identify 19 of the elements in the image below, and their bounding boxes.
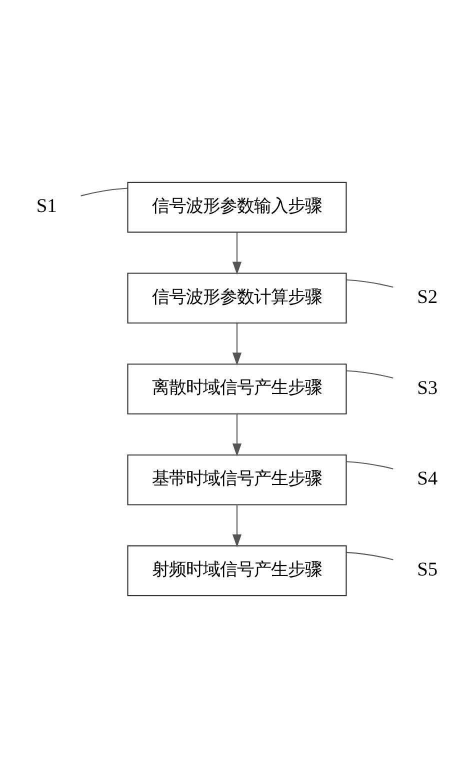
arrow [232, 414, 242, 456]
node-box: 离散时域信号产生步骤 [127, 363, 347, 414]
connector [80, 187, 128, 196]
node-text: S5 [417, 558, 438, 580]
arrow [232, 504, 242, 547]
connector [346, 551, 394, 560]
arrow [232, 232, 242, 274]
node-box: 射频时域信号产生步骤 [127, 544, 347, 596]
node-box: 基带时域信号产生步骤 [127, 454, 347, 505]
arrow [232, 322, 242, 366]
node-box: 信号波形参数计算步骤 [127, 272, 347, 324]
connector [346, 278, 394, 288]
connector [346, 370, 394, 378]
node-text: S2 [417, 286, 438, 308]
node-box: 信号波形参数输入步骤 [127, 181, 347, 232]
node-text: S4 [417, 468, 438, 490]
node-text: S3 [417, 377, 438, 398]
connector [346, 460, 394, 469]
node-text: S1 [36, 196, 57, 217]
